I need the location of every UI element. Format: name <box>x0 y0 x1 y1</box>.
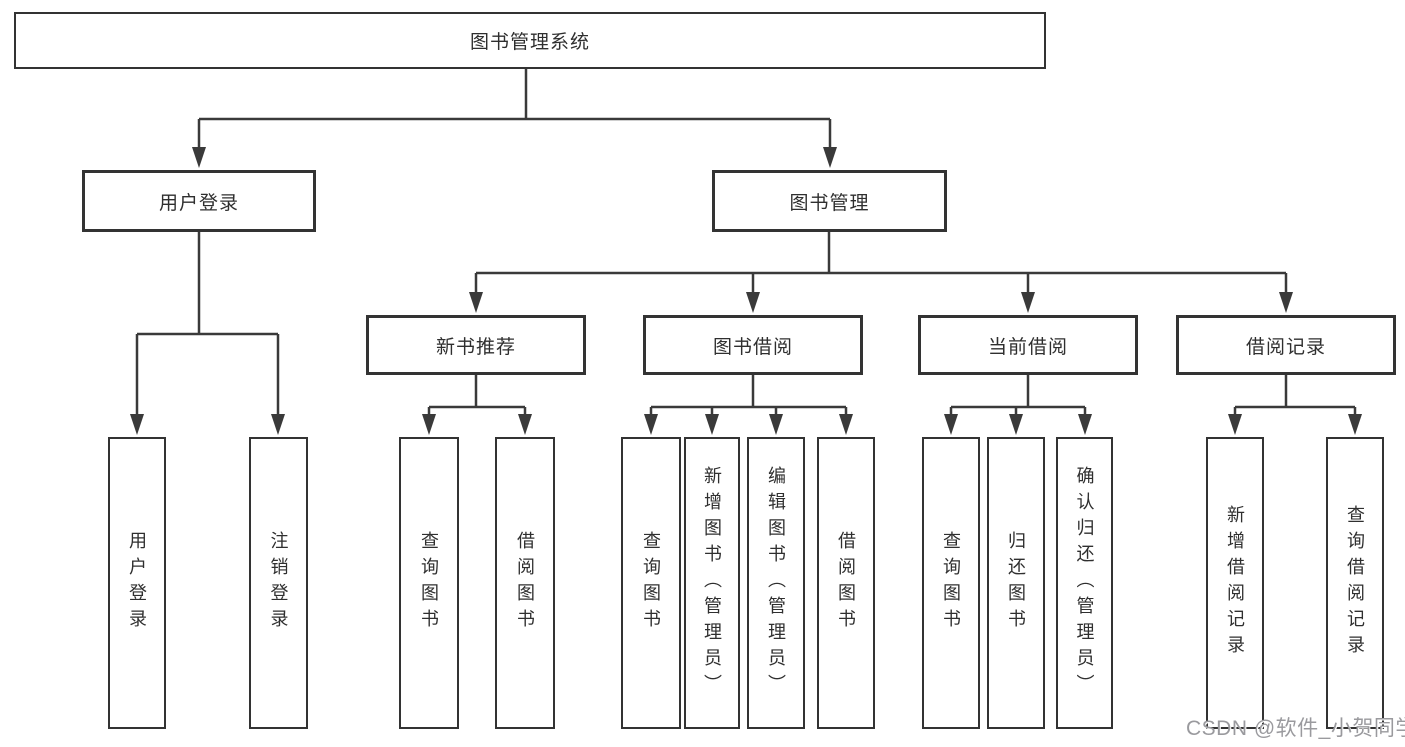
leaf-logout: 注销登录 <box>249 437 308 729</box>
node-book-management: 图书管理 <box>712 170 947 232</box>
leaf-current-query-books: 查询图书 <box>922 437 980 729</box>
leaf-borrow-edit-books-admin: 编辑图书（管理员） <box>747 437 805 729</box>
leaf-newbook-borrow-books: 借阅图书 <box>495 437 555 729</box>
node-library-management-system: 图书管理系统 <box>14 12 1046 69</box>
leaf-newbook-query-books: 查询图书 <box>399 437 459 729</box>
leaf-current-confirm-return-admin: 确认归还（管理员） <box>1056 437 1113 729</box>
node-user-login: 用户登录 <box>82 170 316 232</box>
node-book-borrow: 图书借阅 <box>643 315 863 375</box>
leaf-borrow-query-books: 查询图书 <box>621 437 681 729</box>
leaf-borrow-add-books-admin: 新增图书（管理员） <box>684 437 740 729</box>
node-new-book-recommend: 新书推荐 <box>366 315 586 375</box>
leaf-records-add-borrow-record: 新增借阅记录 <box>1206 437 1264 729</box>
leaf-current-return-books: 归还图书 <box>987 437 1045 729</box>
leaf-records-query-borrow-record: 查询借阅记录 <box>1326 437 1384 729</box>
leaf-borrow-borrow-books: 借阅图书 <box>817 437 875 729</box>
csdn-watermark: CSDN @软件_小贺同学 <box>1186 717 1405 740</box>
node-current-borrow: 当前借阅 <box>918 315 1138 375</box>
leaf-user-login: 用户登录 <box>108 437 166 729</box>
node-borrow-records: 借阅记录 <box>1176 315 1396 375</box>
